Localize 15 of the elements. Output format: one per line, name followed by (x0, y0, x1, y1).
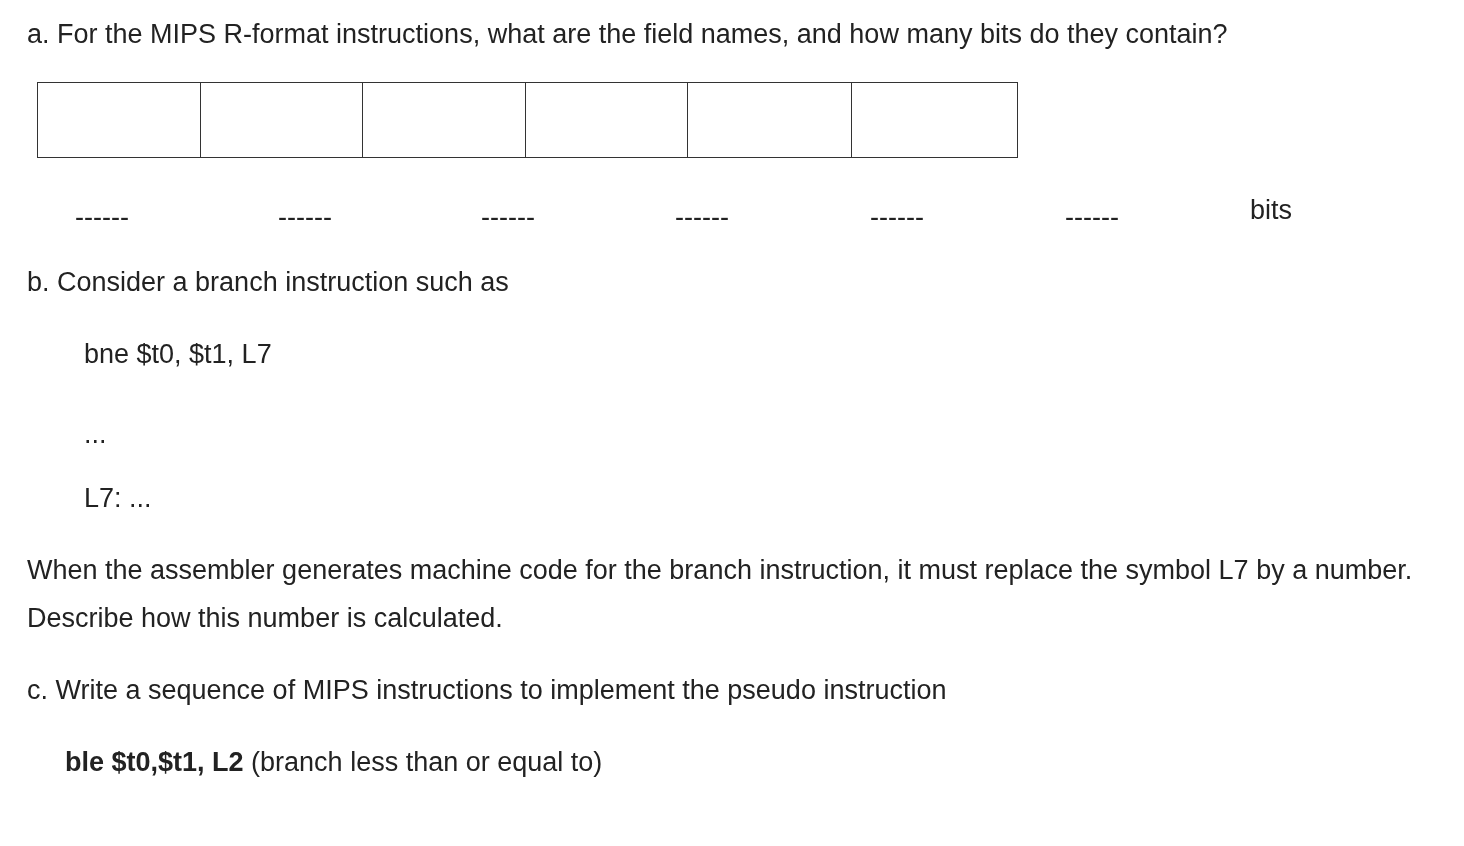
fill-in-line: ------ (675, 201, 729, 234)
code-line: ble $t0,$t1, L2 (branch less than or equal to) (65, 746, 603, 779)
fill-in-line: ------ (481, 201, 535, 234)
fill-in-line: ------ (75, 201, 129, 234)
code-line: L7: ... (84, 482, 152, 515)
question-text: b. Consider a branch instruction such as (27, 266, 509, 299)
unit-label: bits (1250, 194, 1293, 227)
code-line: bne $t0, $t1, L7 (84, 338, 272, 371)
code-line: ... (84, 418, 107, 451)
fill-in-line: ------ (278, 201, 332, 234)
question-text: When the assembler generates machine code for the branch instruction, it must replace the symbol L7 by a number. Describe how this number is calculated. (27, 554, 1414, 635)
question-text: a. For the MIPS R-format instructions, what are the field names, and how many bits do they contain? (27, 18, 1228, 51)
question-text: c. Write a sequence of MIPS instructions to implement the pseudo instruction (27, 674, 947, 707)
fill-in-line: ------ (1065, 201, 1119, 234)
fill-in-line: ------ (870, 201, 924, 234)
